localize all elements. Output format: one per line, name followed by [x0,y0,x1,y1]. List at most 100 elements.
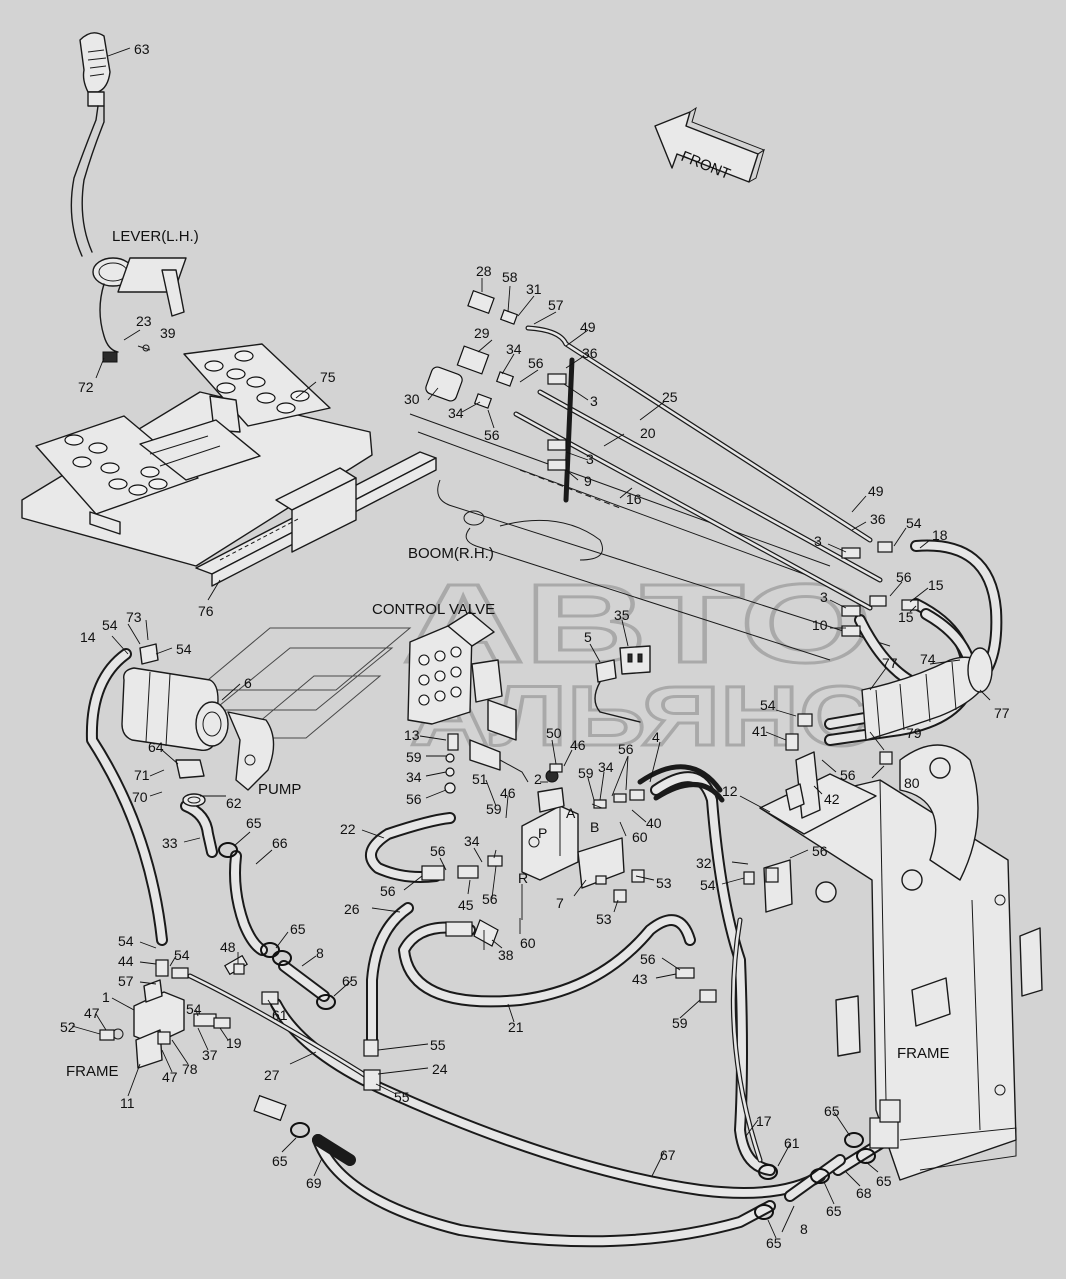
part-number: 41 [752,723,768,739]
part-number: 30 [404,391,420,407]
part-number: 21 [508,1019,524,1035]
part-number: 65 [766,1235,782,1251]
watermark-logo-stripes [194,627,412,739]
part-number: 56 [482,891,498,907]
part-number: 19 [226,1035,242,1051]
part-number: 77 [994,705,1010,721]
part-number: 15 [928,577,944,593]
leader-lines [71,47,991,1239]
boom-label: BOOM(R.H.) [408,545,494,562]
part-number: 17 [756,1113,772,1129]
part-number: 54 [760,697,776,713]
part-number: 56 [484,427,500,443]
part-number: 42 [824,791,840,807]
part-number: 65 [824,1103,840,1119]
part-number: 3 [820,589,828,605]
part-number: 22 [340,821,356,837]
part-number: 49 [868,483,884,499]
part-number: 9 [584,473,592,489]
part-number: 54 [700,877,716,893]
joystick-lever-assembly [70,32,187,363]
part-number: 20 [640,425,656,441]
part-number: 34 [598,759,614,775]
part-number: 3 [814,533,822,549]
port-label-p: P [538,825,547,841]
part-number: 54 [176,641,192,657]
part-number: 12 [722,783,738,799]
part-number: 69 [306,1175,322,1191]
part-number: 28 [476,263,492,279]
part-number: 72 [78,379,94,395]
part-number: 3 [590,393,598,409]
part-number: 34 [448,405,464,421]
part-number: 56 [840,767,856,783]
part-number: 78 [182,1061,198,1077]
part-number: 56 [430,843,446,859]
pump-label: PUMP [258,781,301,798]
part-number: 24 [432,1061,448,1077]
manifold-plate-12 [759,751,877,913]
lever-label: LEVER(L.H.) [112,228,199,245]
part-number: 40 [646,815,662,831]
part-number: 51 [472,771,488,787]
boom-outline [409,413,891,661]
part-number: 53 [596,911,612,927]
part-number: 54 [906,515,922,531]
part-number: 34 [506,341,522,357]
part-number: 76 [198,603,214,619]
part-number: 60 [632,829,648,845]
part-number: 65 [826,1203,842,1219]
part-number: 55 [430,1037,446,1053]
part-number: 48 [220,939,236,955]
part-number: 66 [272,835,288,851]
part-number: 35 [614,607,630,623]
part-number: 34 [464,833,480,849]
part-number: 46 [500,785,516,801]
part-number: 33 [162,835,178,851]
part-number: 58 [502,269,518,285]
part-number: 67 [660,1147,676,1163]
part-number: 15 [898,609,914,625]
part-number: 75 [320,369,336,385]
part-number: 56 [640,951,656,967]
part-number: 3 [586,451,594,467]
part-number: 54 [102,617,118,633]
left-valve-block [112,979,185,1069]
port-label-r: R [518,870,528,886]
part-number: 8 [316,945,324,961]
part-number: 77 [882,655,898,671]
part-number: 61 [784,1135,800,1151]
part-number: 34 [406,769,422,785]
solenoid-connector [594,645,651,723]
watermark: АВТО АЛЬЯНС [194,560,880,765]
part-number: 27 [264,1067,280,1083]
part-number: 37 [202,1047,218,1063]
part-number: 64 [148,739,164,755]
part-number: 10 [812,617,828,633]
part-number: 36 [582,345,598,361]
part-number: 59 [486,801,502,817]
part-number: 52 [60,1019,76,1035]
part-number: 59 [578,765,594,781]
part-number: 61 [272,1007,288,1023]
fittings [99,289,919,1149]
part-number: 62 [226,795,242,811]
part-number: 65 [290,921,306,937]
part-number: 25 [662,389,678,405]
part-number: 53 [656,875,672,891]
part-number: 23 [136,313,152,329]
part-number: 60 [520,935,536,951]
part-number: 57 [548,297,564,313]
part-number: 54 [186,1001,202,1017]
part-number: 65 [246,815,262,831]
part-number: 38 [498,947,514,963]
part-number: 43 [632,971,648,987]
bracket-76 [195,451,437,587]
part-number: 13 [404,727,420,743]
part-number: 45 [458,897,474,913]
part-number: 57 [118,973,134,989]
part-number: 26 [344,901,360,917]
part-number: 54 [174,947,190,963]
part-number: 55 [394,1089,410,1105]
